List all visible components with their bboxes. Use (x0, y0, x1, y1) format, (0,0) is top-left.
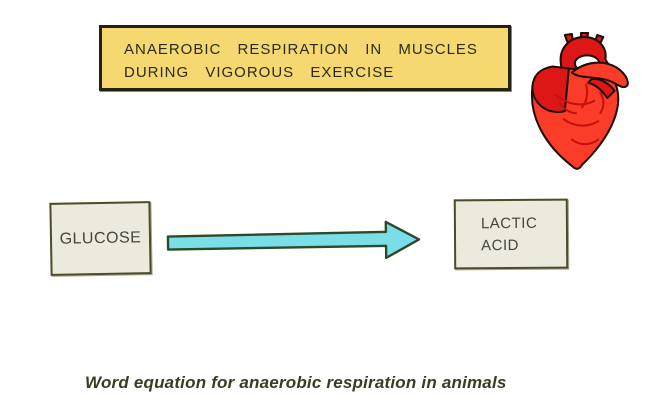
title-line-1: ANAEROBIC RESPIRATION IN MUSCLES (124, 41, 478, 58)
title-box: ANAEROBIC RESPIRATION IN MUSCLES DURING … (99, 25, 511, 91)
lactic-acid-line-2: ACID (481, 236, 519, 255)
arrow-right-icon (166, 220, 421, 260)
lactic-acid-line-1: LACTIC (480, 214, 538, 233)
lactic-acid-box: LACTIC ACID (453, 198, 569, 270)
title-line-2: DURING VIGOROUS EXERCISE (124, 64, 395, 81)
glucose-box: GLUCOSE (49, 201, 152, 276)
anatomical-heart-icon (530, 32, 629, 170)
caption: Word equation for anaerobic respiration … (85, 373, 507, 392)
glucose-label: GLUCOSE (59, 228, 142, 248)
